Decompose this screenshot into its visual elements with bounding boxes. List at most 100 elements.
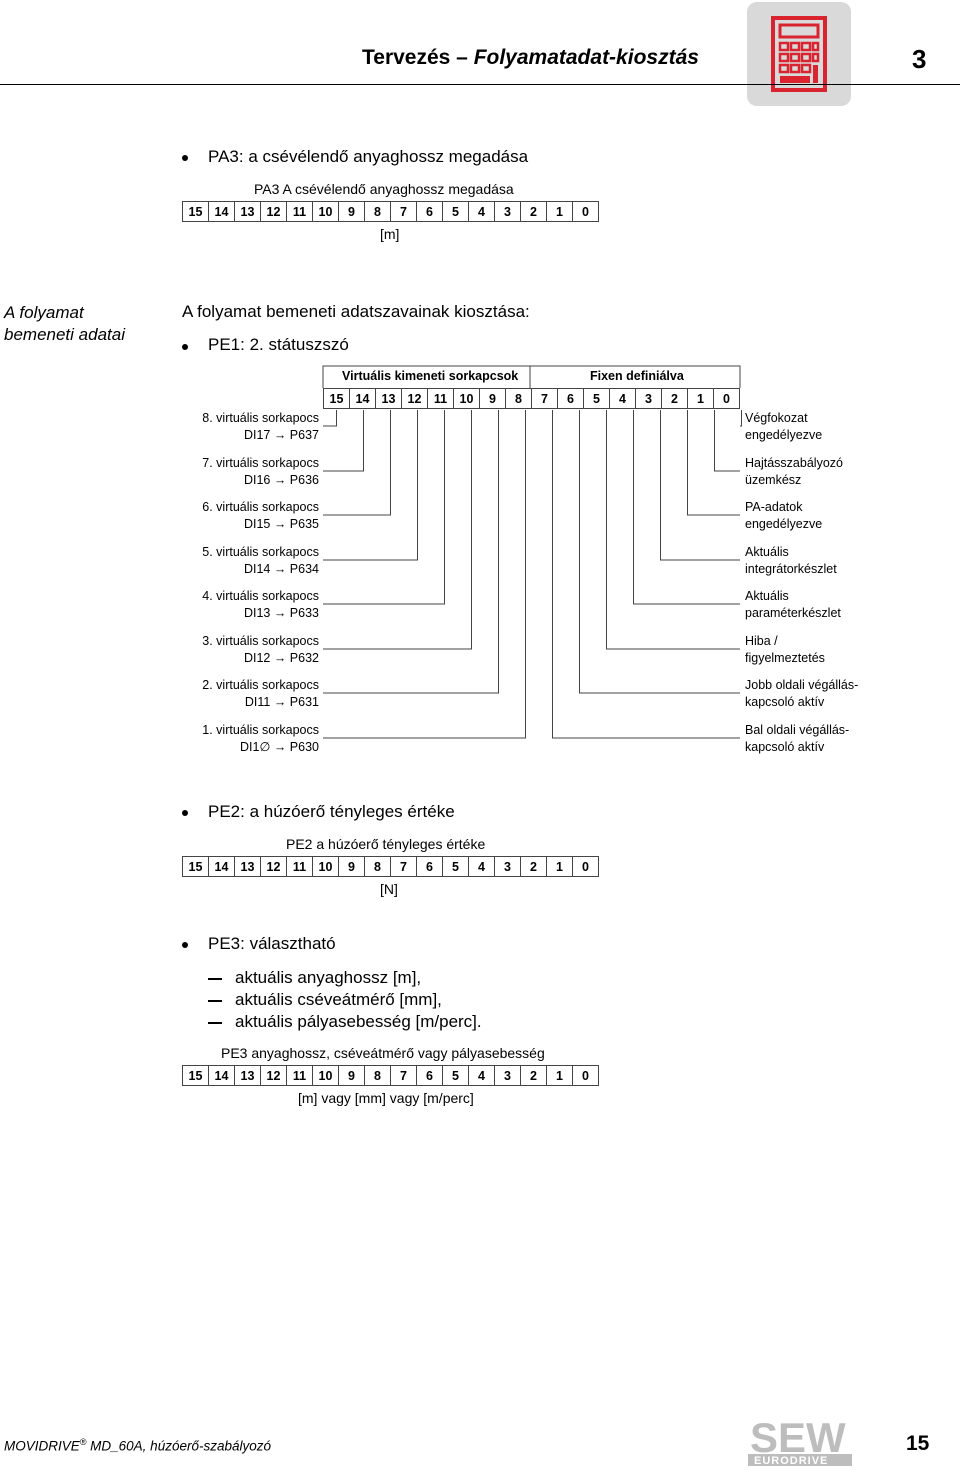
pa3-table-title: PA3 A csévélendő anyaghossz megadása [254,181,514,197]
bit-cell: 14 [349,388,376,409]
label-line: 6. virtuális sorkapocs [202,500,319,514]
title-prefix: Tervezés – [362,46,474,69]
connector-line [323,410,364,472]
label-line: DI11 → P631 [244,695,319,709]
bit-cell: 3 [494,856,521,877]
bit-cell: 4 [468,856,495,877]
svg-text:SEW: SEW [750,1416,846,1461]
bit-cell: 15 [182,1065,209,1086]
label-line: 4. virtuális sorkapocs [202,589,319,603]
pe2-unit: [N] [380,881,398,897]
bit-cell: 15 [182,856,209,877]
page-number: 15 [906,1432,930,1455]
footer-reg: ® [79,1437,87,1447]
label-line: Hajtásszabályozó [745,456,843,470]
pe2-table-title: PE2 a húzóerő tényleges értéke [286,836,486,852]
pe3-item: aktuális cséveátmérő [mm], [235,990,442,1009]
bit-cell: 12 [260,856,287,877]
bit-cell: 14 [208,1065,235,1086]
bit-cell: 2 [520,856,547,877]
dash-marker [208,1022,222,1024]
bit-cell: 0 [572,856,599,877]
connector-line [687,410,740,516]
bit-cell: 12 [260,1065,287,1086]
bit-cell: 7 [390,856,417,877]
connector-line [323,410,337,427]
dash-marker [208,1000,222,1002]
connector-line [740,410,742,427]
connector-line [323,410,391,516]
bit-cell: 2 [661,388,688,409]
bit-cell: 1 [546,201,573,222]
label-line: kapcsoló aktív [745,740,825,754]
label-line: kapcsoló aktív [745,695,825,709]
bit-cell: 1 [546,856,573,877]
label-line: 7. virtuális sorkapocs [202,456,319,470]
header-divider [0,84,960,85]
bit-cell: 5 [442,201,469,222]
label-line: Aktuális [745,589,789,603]
bit-cell: 13 [234,201,261,222]
bit-cell: 9 [479,388,506,409]
label-line: engedélyezve [745,428,823,442]
label-line: DI15 → P635 [243,517,319,531]
side-label-line1: A folyamat [4,303,84,322]
section-side-label: A folyamat bemeneti adatai [4,302,125,346]
connector-line [606,410,740,650]
bit-cell: 7 [531,388,558,409]
svg-text:EURODRIVE: EURODRIVE [754,1455,828,1466]
bullet-dot [182,942,188,948]
bullet-dot [182,344,188,350]
pe1-heading: PE1: 2. státuszszó [208,335,349,354]
pe3-item: aktuális pályasebesség [m/perc]. [235,1012,482,1031]
dash-marker [208,978,222,980]
connector-line [660,410,740,561]
bit-cell: 6 [416,201,443,222]
footer-doc-title: MOVIDRIVE® MD_60A, húzóerő-szabályozó [4,1437,271,1454]
bit-cell: 3 [494,1065,521,1086]
connector-line [714,410,740,472]
pe3-heading: PE3: választható [208,934,336,953]
bit-cell: 0 [713,388,740,409]
bit-cell: 11 [286,856,313,877]
bit-cell: 15 [323,388,350,409]
connector-line [323,410,472,650]
bit-cell: 2 [520,1065,547,1086]
footer-product: MOVIDRIVE [4,1438,80,1454]
label-line: DI13 → P633 [243,606,319,620]
status-bit-label: Bal oldali végállás-kapcsoló aktív [745,722,849,756]
bit-cell: 9 [338,201,365,222]
label-line: 3. virtuális sorkapocs [202,634,319,648]
bit-cell: 0 [572,201,599,222]
page-title: Tervezés – Folyamatadat-kiosztás [362,46,699,70]
bit-cell: 9 [338,1065,365,1086]
bit-cell: 11 [286,1065,313,1086]
label-line: Hiba / [745,634,778,648]
bit-cell: 5 [442,1065,469,1086]
bit-cell: 6 [557,388,584,409]
bit-cell: 11 [427,388,454,409]
bit-cell: 14 [208,201,235,222]
bullet-dot [182,810,188,816]
chapter-number: 3 [912,44,927,74]
connector-line [323,410,418,561]
bit-cell: 5 [442,856,469,877]
label-line: DI12 → P632 [243,651,319,665]
label-line: PA-adatok [745,500,803,514]
bit-cell: 9 [338,856,365,877]
label-line: 2. virtuális sorkapocs [202,678,319,692]
